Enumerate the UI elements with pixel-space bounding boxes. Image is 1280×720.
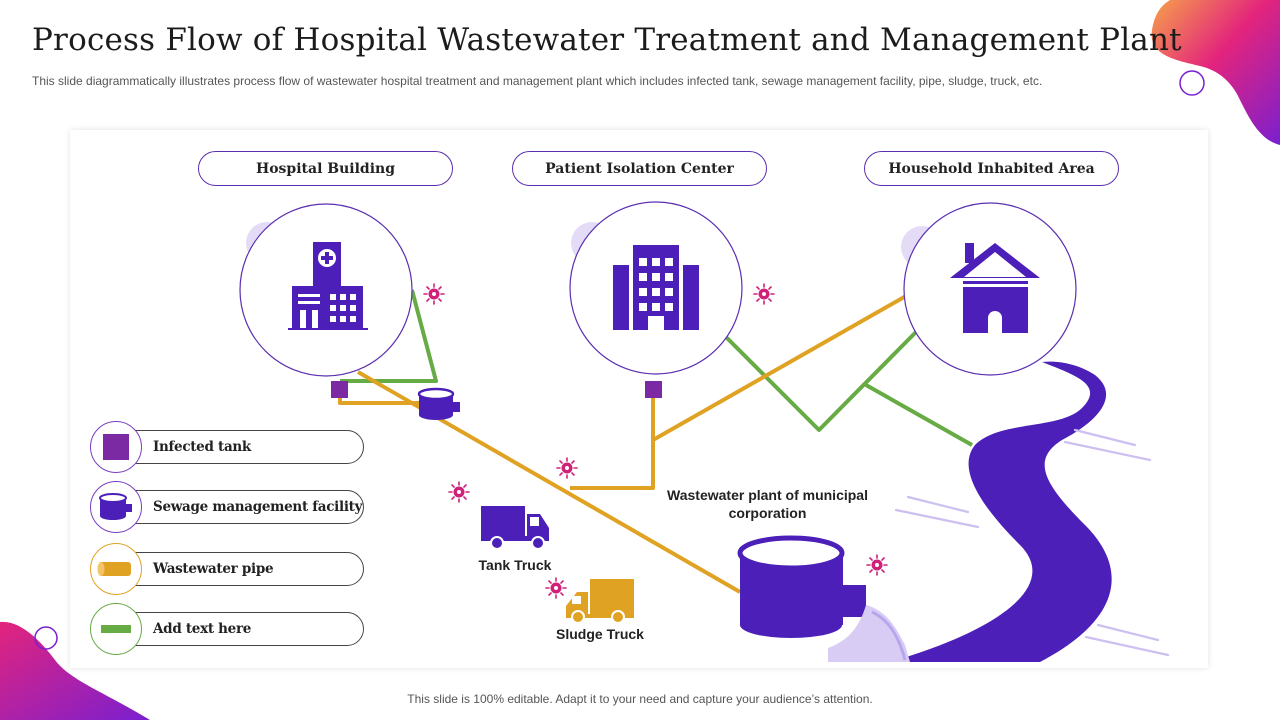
virus-icon: [556, 457, 578, 479]
virus-icon: [448, 481, 470, 503]
hospital-node: [239, 203, 413, 377]
sludge-truck-icon: [566, 579, 634, 624]
green-line-icon: [90, 603, 142, 655]
pill-hospital-building: Hospital Building: [198, 151, 453, 186]
house-icon: [950, 243, 1040, 333]
river: [890, 361, 1112, 662]
virus-icon: [423, 283, 445, 305]
building-icon: [613, 245, 699, 330]
legend-label: Infected tank: [118, 430, 364, 464]
label-wastewater-plant: Wastewater plant of municipal corporatio…: [667, 487, 868, 521]
footer-note: This slide is 100% editable. Adapt it to…: [407, 692, 873, 706]
infected-tank-icon: [90, 421, 142, 473]
legend-item-wastewater-pipe: Wastewater pipe: [90, 543, 366, 595]
legend-item-sewage-facility: Sewage management facility: [90, 481, 366, 533]
green-lines: [340, 289, 973, 447]
page-title: Process Flow of Hospital Wastewater Trea…: [32, 22, 1182, 58]
infected-tank-hospital: [331, 381, 348, 398]
decorative-blob-bottom-left: [0, 621, 150, 720]
sewage-tank-icon: [90, 481, 142, 533]
decorative-blob-top-right: [1151, 0, 1280, 145]
hospital-icon: [288, 242, 368, 330]
legend-item-infected-tank: Infected tank: [90, 421, 366, 473]
page-subtitle: This slide diagrammatically illustrates …: [32, 74, 1043, 88]
wastewater-plant-icon: [737, 535, 910, 662]
label-tank-truck: Tank Truck: [478, 557, 552, 573]
pill-household-inhabited-area: Household Inhabited Area: [864, 151, 1119, 186]
pipe-icon: [90, 543, 142, 595]
sewage-facility-icon: [417, 387, 460, 420]
label-sludge-truck: Sludge Truck: [556, 626, 644, 642]
legend-item-green-line: Add text here: [90, 603, 366, 655]
household-node: [901, 202, 1077, 376]
virus-icon: [753, 283, 775, 305]
pill-patient-isolation-center: Patient Isolation Center: [512, 151, 767, 186]
infected-tank-isolation: [645, 381, 662, 398]
legend-label: Sewage management facility: [118, 490, 364, 524]
isolation-center-node: [569, 201, 743, 375]
water-ripples: [894, 428, 1170, 657]
legend-label: Add text here: [118, 612, 364, 646]
virus-icon: [545, 577, 567, 599]
legend-label: Wastewater pipe: [118, 552, 364, 586]
virus-icon: [866, 554, 888, 576]
tank-truck-icon: [481, 506, 549, 550]
